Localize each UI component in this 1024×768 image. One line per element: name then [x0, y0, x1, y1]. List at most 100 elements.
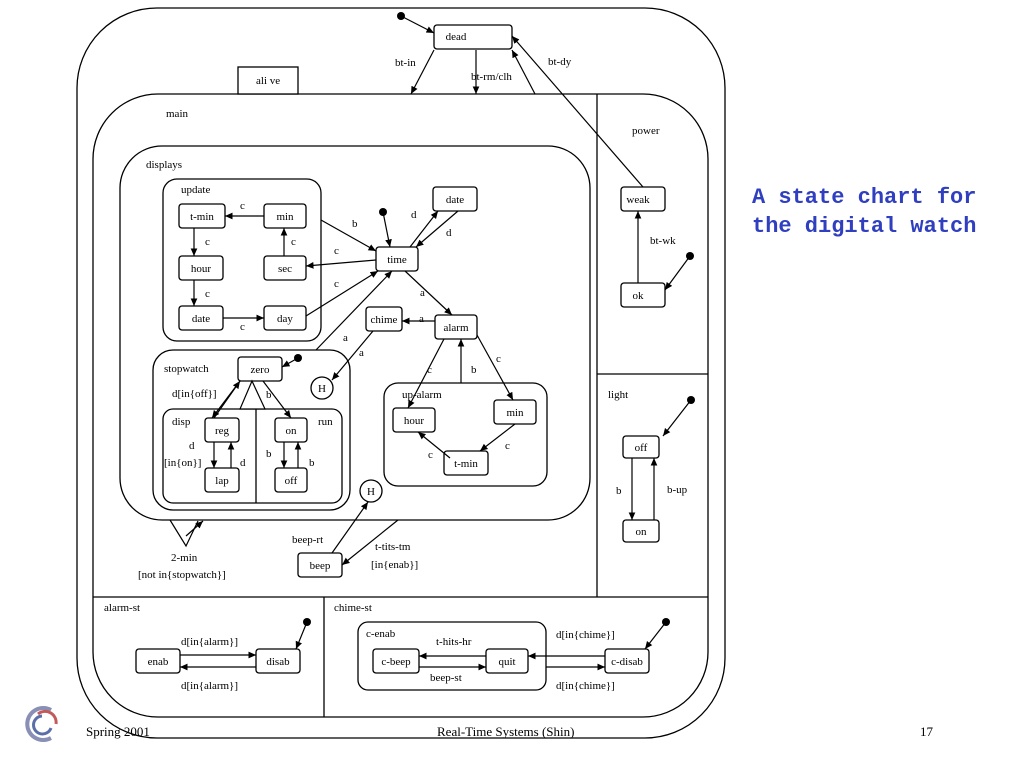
history-stopwatch [310, 376, 334, 400]
transition-alarm-min [476, 334, 514, 401]
stopwatch-box [152, 349, 351, 511]
label-chime-st: chime-st [334, 602, 372, 614]
transition-default-off [662, 399, 692, 437]
label-c-alarm-hour: c [427, 364, 432, 376]
state-time [375, 246, 419, 272]
state-alarm-label: alarm [443, 322, 468, 334]
history-main-label: H [367, 486, 375, 498]
main-box [92, 93, 709, 718]
state-time-label: time [387, 254, 407, 266]
state-off-run-label: off [285, 475, 298, 487]
label-d-off: d[in{off}] [172, 388, 217, 400]
state-reg-label: reg [215, 425, 230, 437]
transition-alarm-uphour [407, 338, 445, 409]
state-zero [237, 356, 283, 382]
state-zero-label: zero [251, 364, 270, 376]
label-up-alarm: up-alarm [402, 389, 442, 401]
state-up-alarm-hour-label: hour [404, 415, 425, 427]
state-weak-label: weak [626, 194, 650, 206]
label-disp: disp [172, 416, 191, 428]
transition-beep-history [331, 501, 369, 554]
label-run: run [318, 416, 333, 428]
label-beep-rt: beep-rt [292, 534, 323, 546]
label-stopwatch: stopwatch [164, 363, 209, 375]
zero-fork-triangle [239, 379, 266, 410]
label-c-min-tmin: c [505, 440, 510, 452]
state-reg [204, 417, 240, 443]
label-b-light: b [616, 485, 622, 497]
label-d-in-chime-bottom: d[in{chime}] [556, 680, 615, 692]
state-date-display [432, 186, 478, 212]
state-t-min-label: t-min [190, 211, 214, 223]
label-b-on-off: b [266, 448, 272, 460]
label-t-tits-tm: t-tits-tm [375, 541, 411, 553]
transition-chime-history [331, 330, 374, 381]
label-beep-st: beep-st [430, 672, 462, 684]
label-d-in-chime-top: d[in{chime}] [556, 629, 615, 641]
label-d-in-alarm-top: d[in{alarm}] [181, 636, 238, 648]
state-up-alarm-min-label: min [506, 407, 524, 419]
label-in-on: [in{on}] [164, 457, 201, 469]
state-on-run-label: on [286, 425, 298, 437]
state-ok-label: ok [633, 290, 645, 302]
label-a-chime-stop: a [343, 332, 348, 344]
state-light-on [622, 519, 660, 543]
state-disab-label: disab [266, 656, 290, 668]
state-sec-label: sec [278, 263, 292, 275]
label-power: power [632, 125, 660, 137]
label-d-lap: d [240, 457, 246, 469]
label-c-date-day: c [240, 321, 245, 333]
label-d-reg: d [189, 440, 195, 452]
label-in-enab: [in{enab}] [371, 559, 418, 571]
label-c-alarm-min: c [496, 353, 501, 365]
label-d-date-time: d [446, 227, 452, 239]
footer-date: Spring 2001 [86, 724, 150, 739]
transition-default-ok [664, 255, 691, 291]
label-c-day-time: c [334, 278, 339, 290]
state-up-alarm-t-min [443, 450, 489, 476]
transition-zero-on [262, 380, 292, 419]
transition-time-alarm [404, 270, 453, 316]
update-box [162, 178, 322, 342]
label-b-alarm: b [471, 364, 477, 376]
label-bt-wk: bt-wk [650, 235, 676, 247]
state-c-disab [604, 648, 650, 674]
label-c-time-sec: c [334, 245, 339, 257]
outer-container [76, 7, 726, 739]
state-off-run [274, 467, 308, 493]
transition-tmin-hour-ua [417, 431, 451, 459]
label-2-min: 2-min [171, 552, 198, 564]
state-light-on-label: on [636, 526, 648, 538]
label-bt-dy: bt-dy [548, 56, 572, 68]
state-beep-label: beep [310, 560, 331, 572]
label-main: main [166, 108, 188, 120]
state-alarm [434, 314, 478, 340]
transition-default-cdisab [644, 621, 667, 650]
transition-update-time [320, 219, 377, 252]
up-alarm-box [383, 382, 548, 487]
transition-min-tmin-ua [479, 423, 516, 452]
transition-bt-rm-end [511, 49, 536, 95]
label-t-hits-hr: t-hits-hr [436, 636, 472, 648]
label-a-alarm-chime: a [419, 313, 424, 325]
label-b-off-on: b [309, 457, 315, 469]
transition-date-time [415, 210, 459, 248]
state-c-beep [372, 648, 420, 674]
label-d-time-date: d [411, 209, 417, 221]
label-alarm-st: alarm-st [104, 602, 140, 614]
footer-course: Real-Time Systems (Shin) [437, 724, 575, 739]
transition-t-tits-tm [341, 519, 399, 566]
transition-time-sec [305, 259, 377, 269]
label-c-sec-min: c [291, 236, 296, 248]
transition-default-disab [295, 621, 308, 650]
label-alive: ali ve [256, 75, 280, 87]
state-date-display-label: date [446, 194, 464, 206]
label-a-time-alarm: a [420, 287, 425, 299]
transition-stopwatch-time [315, 270, 393, 351]
label-c-tmin-hour-ua: c [428, 449, 433, 461]
label-update: update [181, 184, 210, 196]
state-quit-label: quit [498, 656, 515, 668]
two-min-triangle [169, 519, 199, 548]
state-up-alarm-t-min-label: t-min [454, 458, 478, 470]
